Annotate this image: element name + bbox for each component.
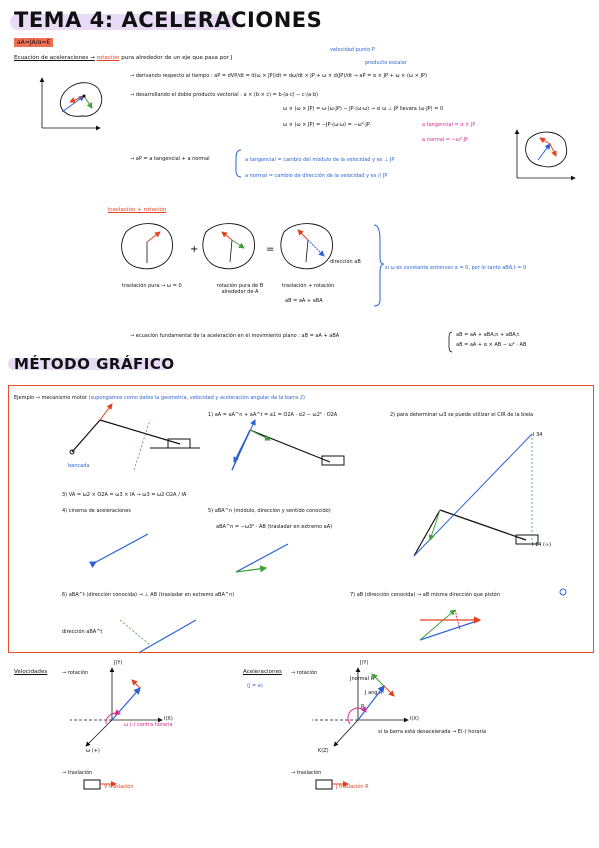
- fund-eq2: aB = aA + α × AB − ω² · AB: [456, 342, 527, 348]
- acc-jang: J ang R: [365, 690, 383, 696]
- norm-def: a normal = −ω²·JP: [422, 137, 469, 143]
- rigid-body-diagram-left: [39, 77, 103, 131]
- acc-tras-label: J traslación R: [336, 784, 369, 790]
- formula-badge: aA=JA/α=E: [14, 38, 54, 47]
- equals-sign: =: [266, 244, 274, 255]
- step1: 1) aA = aA^n + aA^t = a1 = O2A · α2 − ω2…: [208, 412, 338, 418]
- tras-rot-body: [280, 223, 333, 270]
- accel-vector-ban: [235, 543, 289, 573]
- acc-axis-z: K(Z): [318, 748, 329, 754]
- example-desc: (supongamos como datos la geometría, vel…: [88, 395, 305, 401]
- dir-label: dirección aB: [330, 259, 361, 265]
- traslacion-body: [121, 223, 173, 270]
- title-highlight: [10, 14, 235, 30]
- constant-note: si ω es constante entonces α = 0, por lo…: [385, 265, 527, 271]
- step5b: aBA^n = −ω3² · AB (trasladar en extremo …: [216, 524, 333, 530]
- vel-tras: → traslación: [62, 770, 93, 776]
- acc-axes: [312, 667, 409, 790]
- example-box: [8, 385, 594, 653]
- i34-label: I 34: [533, 432, 543, 438]
- rigid-body-diagram-right: [514, 129, 576, 181]
- acc-note: si la barra está desacelerada → E(-) hor…: [378, 729, 487, 735]
- norm-desc: a normal = cambio de dirección de la vel…: [245, 173, 388, 179]
- accel-vector-ban-n: [235, 565, 268, 573]
- acc-rot: → rotación: [291, 670, 318, 676]
- step5: 5) aBA^n (módulo, dirección y sentido co…: [208, 508, 331, 514]
- piston-marker: [559, 588, 567, 596]
- mechanism-3-cir: [413, 433, 539, 557]
- acc-tras: → traslación: [291, 770, 322, 776]
- accel-6-dir: [119, 619, 151, 646]
- fund-eq1: aB = aA + aBA,n + aBA,t: [456, 332, 520, 338]
- acc-title: Aceleraciones: [243, 669, 282, 675]
- mechanism-2: [231, 419, 345, 471]
- acc-sub: (J = a): [247, 683, 263, 689]
- eq1-line: ω × (ω × JP) = ω·(ω·JP) − JP·(ω·ω) → si …: [283, 106, 444, 112]
- metodo-highlight: [8, 358, 170, 370]
- accel-7-a: [419, 619, 481, 641]
- mechanism-1: [69, 403, 200, 471]
- vel-rot: → rotación: [62, 670, 89, 676]
- expand-line: → desarrollando el doble producto vector…: [130, 92, 318, 98]
- eq2-line: ω × (ω × JP) = −JP·(ω·ω) = −ω²·JP: [283, 122, 370, 128]
- vel-tras-label: V traslación: [104, 784, 134, 790]
- page-title: TEMA 4: ACELERACIONES: [14, 8, 323, 32]
- vel-cw: ω (-) contra horaria: [124, 722, 173, 728]
- accel-7-t: [454, 609, 461, 631]
- i14-label: I 14 (∞): [532, 542, 552, 548]
- step2: 2) para determinar ω3 se puede utilizar …: [390, 412, 534, 418]
- vel-acw: ω (+): [86, 748, 100, 754]
- label-traslacion: traslación pura → ω = 0: [122, 283, 182, 289]
- rotacion-body: [202, 223, 255, 270]
- tang-desc: a tangencial = cambio del módulo de la v…: [245, 157, 395, 163]
- intro-suffix: pura alrededor de un eje que pasa por J: [121, 55, 233, 61]
- derive-line: → derivando respecto al tiempo : aP = dV…: [130, 73, 427, 79]
- scalar-note: producto escalar: [365, 60, 407, 66]
- intro-prefix: Ecuación de aceleraciones →: [14, 55, 95, 61]
- acc-jnorm: Jnormal R: [350, 676, 375, 682]
- step6: 6) aBA^t (dirección conocida) → ⊥ AB (tr…: [62, 592, 235, 598]
- acc-axis-y: J(Y): [360, 660, 369, 666]
- vel-axis-x: I(X): [164, 716, 173, 722]
- fund-eq: → ecuación fundamental de la aceleración…: [130, 333, 340, 339]
- intro-line: Ecuación de aceleraciones → rotación pur…: [14, 55, 232, 61]
- example-line: Ejemplo → mecanismo motor (supongamos co…: [14, 395, 305, 401]
- vel-axis-y: J(Y): [114, 660, 123, 666]
- step4: 4) cinema de aceleraciones: [62, 508, 131, 514]
- intro-rotation: rotación: [96, 55, 120, 61]
- step3: 3) VA = ω2 × O2A = ω3 × IA → ω3 = ω2·O2A…: [62, 492, 187, 498]
- velocity-note: velocidad punto P: [330, 47, 375, 53]
- accel-6-a: [139, 619, 197, 653]
- vel-axes: [70, 667, 163, 790]
- summary-line: → aP = a tangencial + a normal: [130, 156, 210, 162]
- dir-label-6: dirección aBA^t: [62, 629, 103, 635]
- step7: 7) aB (dirección conocida) → aB misma di…: [350, 592, 500, 598]
- accel-vector-a: [89, 533, 149, 569]
- example-prefix: Ejemplo → mecanismo motor: [14, 395, 87, 401]
- plus-sign: +: [190, 244, 198, 255]
- label-tras-rot: traslación + rotación: [282, 283, 335, 289]
- label-rotacion: rotación pura de B alrededor de A: [216, 283, 264, 295]
- tras-rot-heading: traslación + rotación: [108, 207, 167, 213]
- metodo-heading: MÉTODO GRÁFICO: [14, 355, 175, 373]
- eq-sum: aB = aA + aBA: [285, 298, 323, 304]
- vel-title: Velocidades: [14, 669, 48, 675]
- bancada-label: bancada: [68, 463, 90, 469]
- tang-def: a tangencial = α × JP: [422, 122, 476, 128]
- accel-7-n: [419, 609, 456, 641]
- acc-axis-x: I(X): [410, 716, 419, 722]
